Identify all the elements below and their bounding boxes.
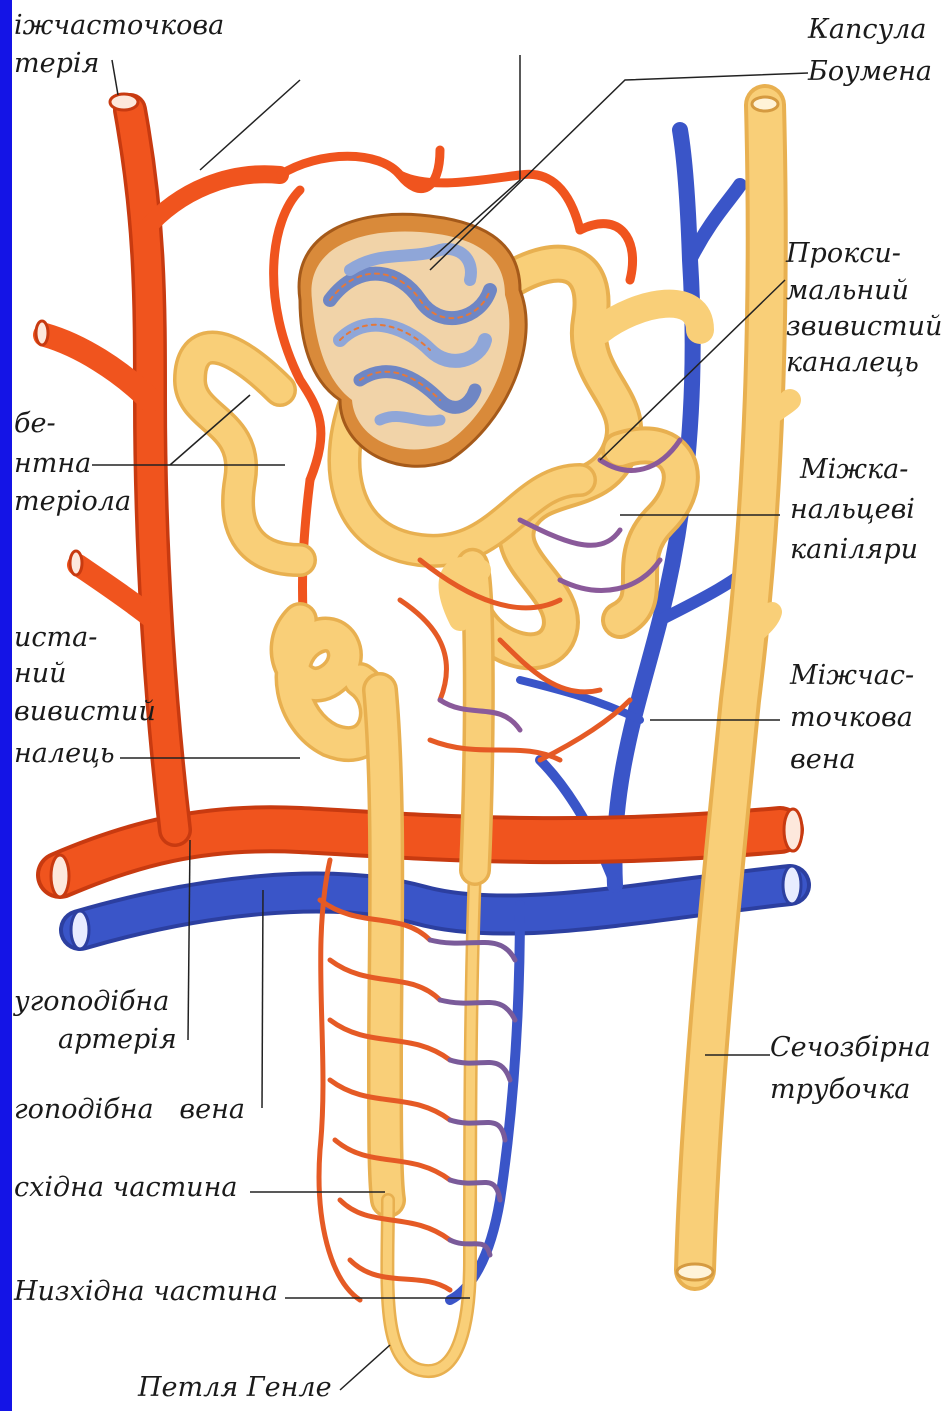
label-proximal-3: звивистий: [786, 311, 942, 342]
label-descending-limb: Низхідна частина: [14, 1276, 278, 1307]
arcuate-vein: [71, 866, 801, 949]
label-distal-3: вивистий: [14, 696, 156, 727]
label-proximal-4: каналець: [786, 347, 919, 378]
label-peritubular-3: капіляри: [790, 534, 918, 565]
label-interlobular-vein-1: Міжчас-: [790, 660, 914, 691]
label-ascending-limb: східна частина: [14, 1172, 237, 1203]
label-loop-of-henle: Петля Генле: [138, 1372, 332, 1403]
label-interlobular-vein-3: вена: [790, 744, 856, 775]
label-proximal-1: Прокси-: [786, 238, 901, 269]
label-arcuate-artery-1: угоподібна: [14, 986, 169, 1017]
label-distal-2: ний: [14, 658, 67, 689]
label-afferent-1: бе-: [14, 408, 56, 439]
label-interlobular-artery-2: терія: [14, 48, 99, 79]
label-arcuate-vein: гоподібна вена: [14, 1094, 245, 1125]
label-collecting-duct-1: Сечозбірна: [770, 1032, 931, 1063]
label-collecting-duct-2: трубочка: [770, 1074, 910, 1105]
label-bowman-capsule-1: Капсула: [808, 14, 926, 45]
label-proximal-2: мальний: [786, 275, 909, 306]
label-interlobular-vein-2: точкова: [790, 702, 913, 733]
label-distal-1: иста-: [14, 622, 97, 653]
label-afferent-2: нтна: [14, 448, 91, 479]
label-arcuate-artery-2: артерія: [58, 1024, 177, 1055]
label-bowman-capsule-2: Боумена: [808, 56, 932, 87]
label-interlobular-artery-1: іжчасточкова: [14, 10, 224, 41]
label-peritubular-1: Міжка-: [800, 454, 908, 485]
label-peritubular-2: нальцеві: [790, 494, 915, 525]
label-distal-4: налець: [14, 738, 115, 769]
label-afferent-3: теріола: [14, 486, 131, 517]
